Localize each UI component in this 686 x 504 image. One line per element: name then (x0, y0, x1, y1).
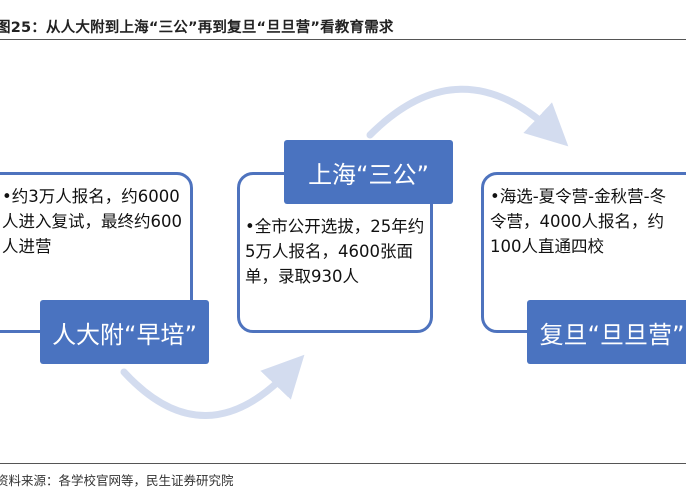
bottom-rule (0, 463, 686, 464)
top-rule (0, 39, 686, 40)
arrow-stage2-to-stage3 (366, 85, 569, 147)
stage-label-rdfz: 人大附“早培” (40, 300, 209, 364)
stage-text-shanghai: •全市公开选拔，25年约5万人报名，4600张面单，录取930人 (245, 217, 425, 286)
stage-label-shanghai: 上海“三公” (284, 140, 453, 204)
arrow-stage1-to-stage2 (120, 354, 305, 419)
source-note: 资料来源：各学校官网等，民生证券研究院 (0, 473, 234, 488)
stage-label-fudan: 复旦“旦旦营” (527, 300, 686, 364)
stage-text-rdfz: •约3万人报名，约6000人进入复试，最终约600人进营 (2, 187, 182, 256)
stage-text-fudan: •海选-夏令营-金秋营-冬令营，4000人报名，约100人直通四校 (490, 187, 667, 256)
figure-title: 图25：从人大附到上海“三公”再到复旦“旦旦营”看教育需求 (0, 20, 394, 36)
